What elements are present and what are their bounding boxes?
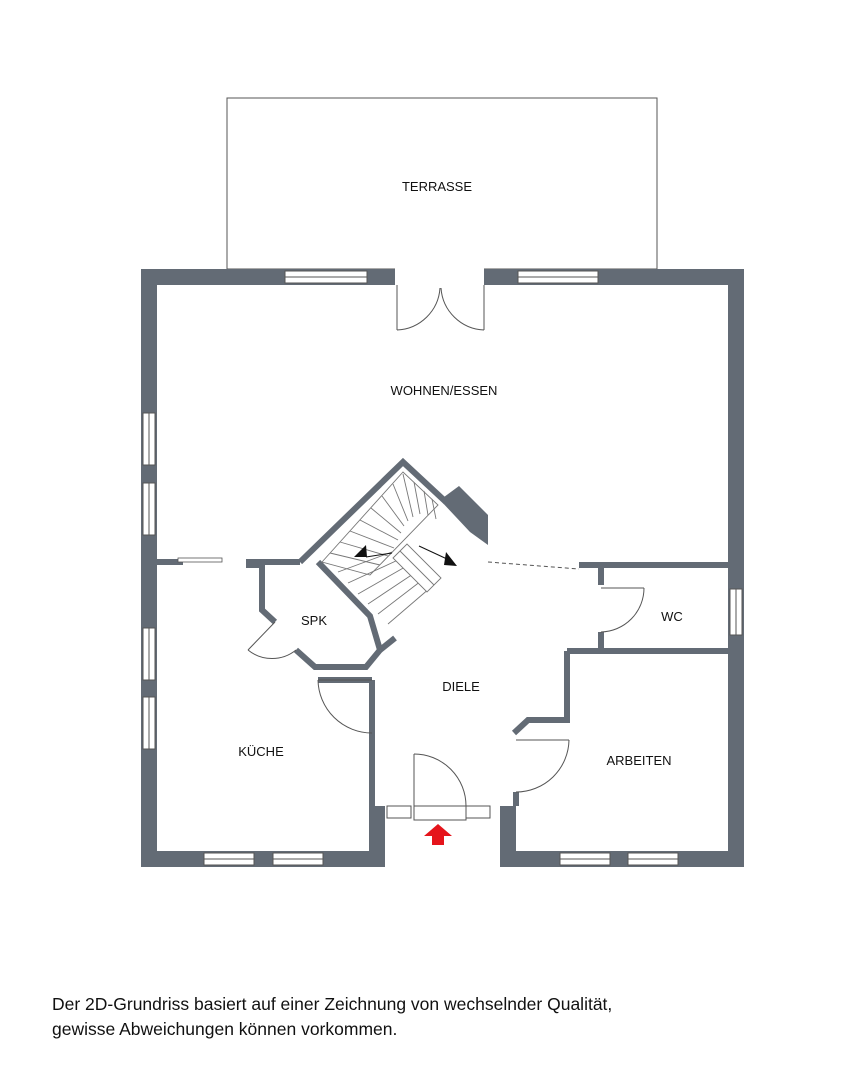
- floor-plan: TERRASSE WOHNEN/ESSEN SPK WC DIELE KÜCHE…: [141, 97, 744, 867]
- disclaimer-text: Der 2D-Grundriss basiert auf einer Zeich…: [52, 992, 832, 1042]
- windows: [142, 270, 743, 866]
- room-label-wohnen-essen: WOHNEN/ESSEN: [391, 383, 498, 398]
- staircase: [321, 471, 442, 625]
- room-label-diele: DIELE: [442, 679, 480, 694]
- terrace-door-opening: [395, 268, 484, 286]
- room-label-kueche: KÜCHE: [238, 744, 284, 759]
- chimney: [440, 486, 488, 545]
- room-label-terrasse: TERRASSE: [402, 179, 472, 194]
- disclaimer-line-1: Der 2D-Grundriss basiert auf einer Zeich…: [52, 994, 613, 1014]
- room-label-wc: WC: [661, 609, 683, 624]
- entrance-arrow-icon: [424, 824, 452, 845]
- stair-direction-arrow-icon: [354, 545, 457, 566]
- open-passage-line: [487, 561, 580, 570]
- sliding-door: [177, 557, 223, 563]
- room-label-spk: SPK: [301, 613, 327, 628]
- room-label-arbeiten: ARBEITEN: [606, 753, 671, 768]
- disclaimer-line-2: gewisse Abweichungen können vorkommen.: [52, 1019, 398, 1039]
